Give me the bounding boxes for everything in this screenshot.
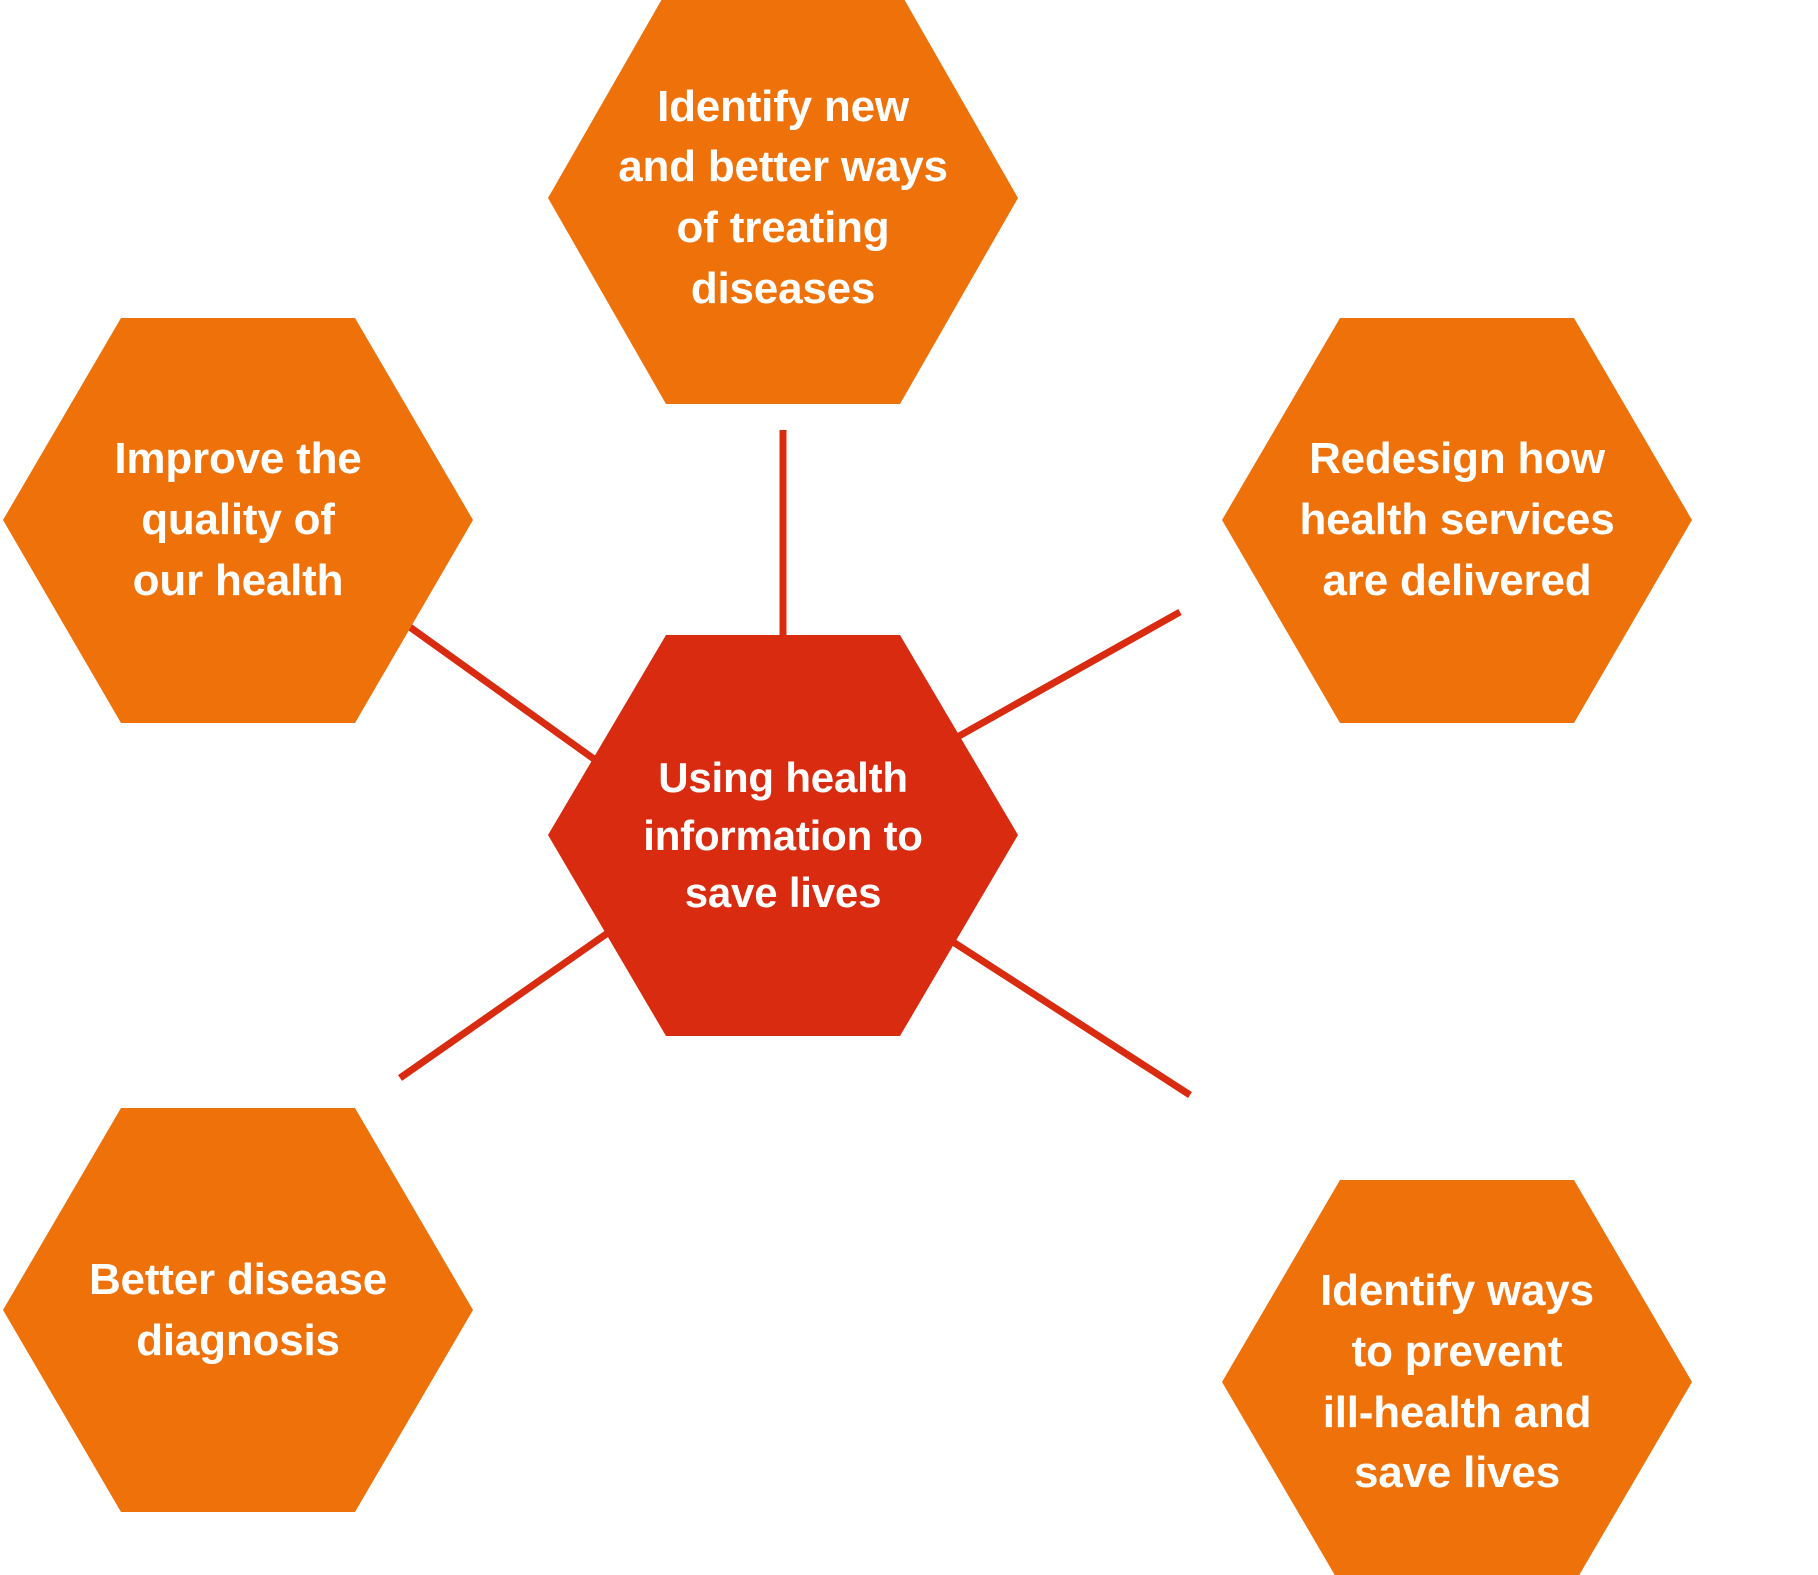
- connector-center-to-bottom-right: [948, 937, 1192, 1098]
- hexagon-shape-top[interactable]: [548, 0, 1018, 404]
- hexagon-shape-right[interactable]: [1222, 318, 1692, 723]
- hexagon-node-redesign-services[interactable]: [1222, 318, 1692, 723]
- connector-center-to-right: [950, 608, 1182, 744]
- hexagon-shape-bottom-left[interactable]: [3, 1108, 473, 1512]
- hexagon-center-hub[interactable]: [548, 635, 1018, 1036]
- hexagon-shape-bottom-right[interactable]: [1222, 1180, 1692, 1575]
- hexagon-node-treating-diseases[interactable]: [548, 0, 1018, 404]
- hexagon-node-disease-diagnosis[interactable]: [3, 1108, 473, 1512]
- hexagon-node-quality-of-health[interactable]: [3, 318, 473, 723]
- hexagon-shape-left[interactable]: [3, 318, 473, 723]
- hexagon-node-prevent-ill-health[interactable]: [1222, 1180, 1692, 1575]
- connector-center-to-bottom-left: [397, 927, 615, 1081]
- hexagon-shape-center[interactable]: [548, 635, 1018, 1036]
